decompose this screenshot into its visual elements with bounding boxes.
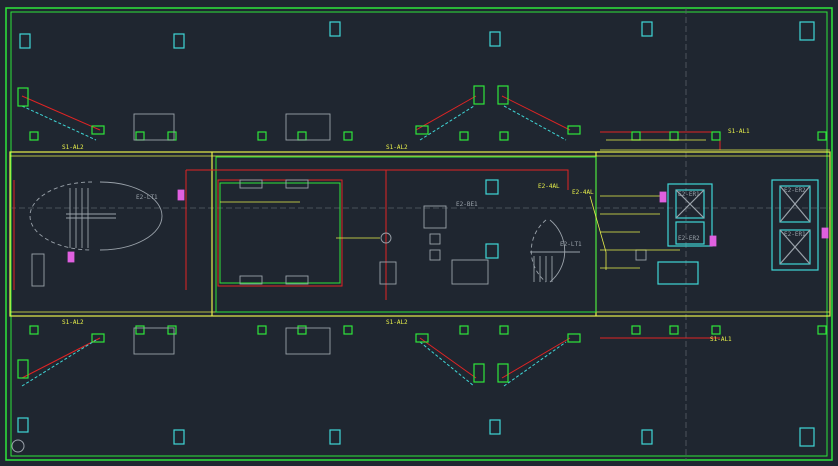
label-circuit-bot-mid: S1-AL2: [386, 319, 408, 326]
cad-labels: E2-LT1 E2-BE1 E2-LT1 E2-ER1 E2-ER2 E2-ER…: [62, 128, 806, 343]
light-fixture: [489, 31, 501, 47]
label-panel-center: E2-BE1: [456, 201, 478, 208]
label-small-1: E2-4AL: [538, 183, 560, 190]
light-fixture: [173, 33, 185, 49]
label-panel-right-1: E2-LT1: [560, 241, 582, 248]
light-fixture: [799, 21, 815, 41]
label-panel-top-left: E2-LT1: [136, 194, 158, 201]
label-circuit-top-right: S1-AL1: [728, 128, 750, 135]
stair-left: [29, 181, 163, 251]
label-circuit-top-mid: S1-AL2: [386, 144, 408, 151]
stair-right: [530, 219, 580, 283]
light-fixture: [799, 427, 815, 447]
yellow-wiring: [220, 139, 830, 270]
elevator-core: [485, 179, 819, 285]
furniture-outlines: [31, 113, 647, 355]
light-fixture: [329, 429, 341, 445]
label-elevator-1: E2-ER1: [678, 191, 700, 198]
light-fixture: [19, 33, 31, 49]
switch-boxes-bottom: [17, 325, 827, 383]
inner-room: [215, 156, 597, 313]
label-small-2: E2-4AL: [572, 189, 594, 196]
label-circuit-bot-left: S1-AL2: [62, 319, 84, 326]
light-fixture: [329, 21, 341, 37]
light-fixture: [17, 417, 29, 433]
label-room-1: E2-ER2: [784, 187, 806, 194]
label-circuit-bot-right: S1-AL1: [710, 336, 732, 343]
circuit-lines: [13, 95, 721, 379]
dashed-fixture-lines: [21, 105, 567, 387]
label-room-2: E2-ER1: [784, 231, 806, 238]
light-fixture: [489, 419, 501, 435]
label-elevator-2: E2-ER2: [678, 235, 700, 242]
magenta-devices: [67, 189, 829, 263]
label-circuit-top-left: S1-AL2: [62, 144, 84, 151]
light-fixture: [173, 429, 185, 445]
light-fixtures-bottom: [17, 417, 815, 447]
corner-marker-icon: [11, 439, 25, 453]
light-fixtures-top: [19, 21, 815, 49]
light-fixture: [641, 429, 653, 445]
axis-lines: [10, 8, 830, 460]
light-fixture: [641, 21, 653, 37]
